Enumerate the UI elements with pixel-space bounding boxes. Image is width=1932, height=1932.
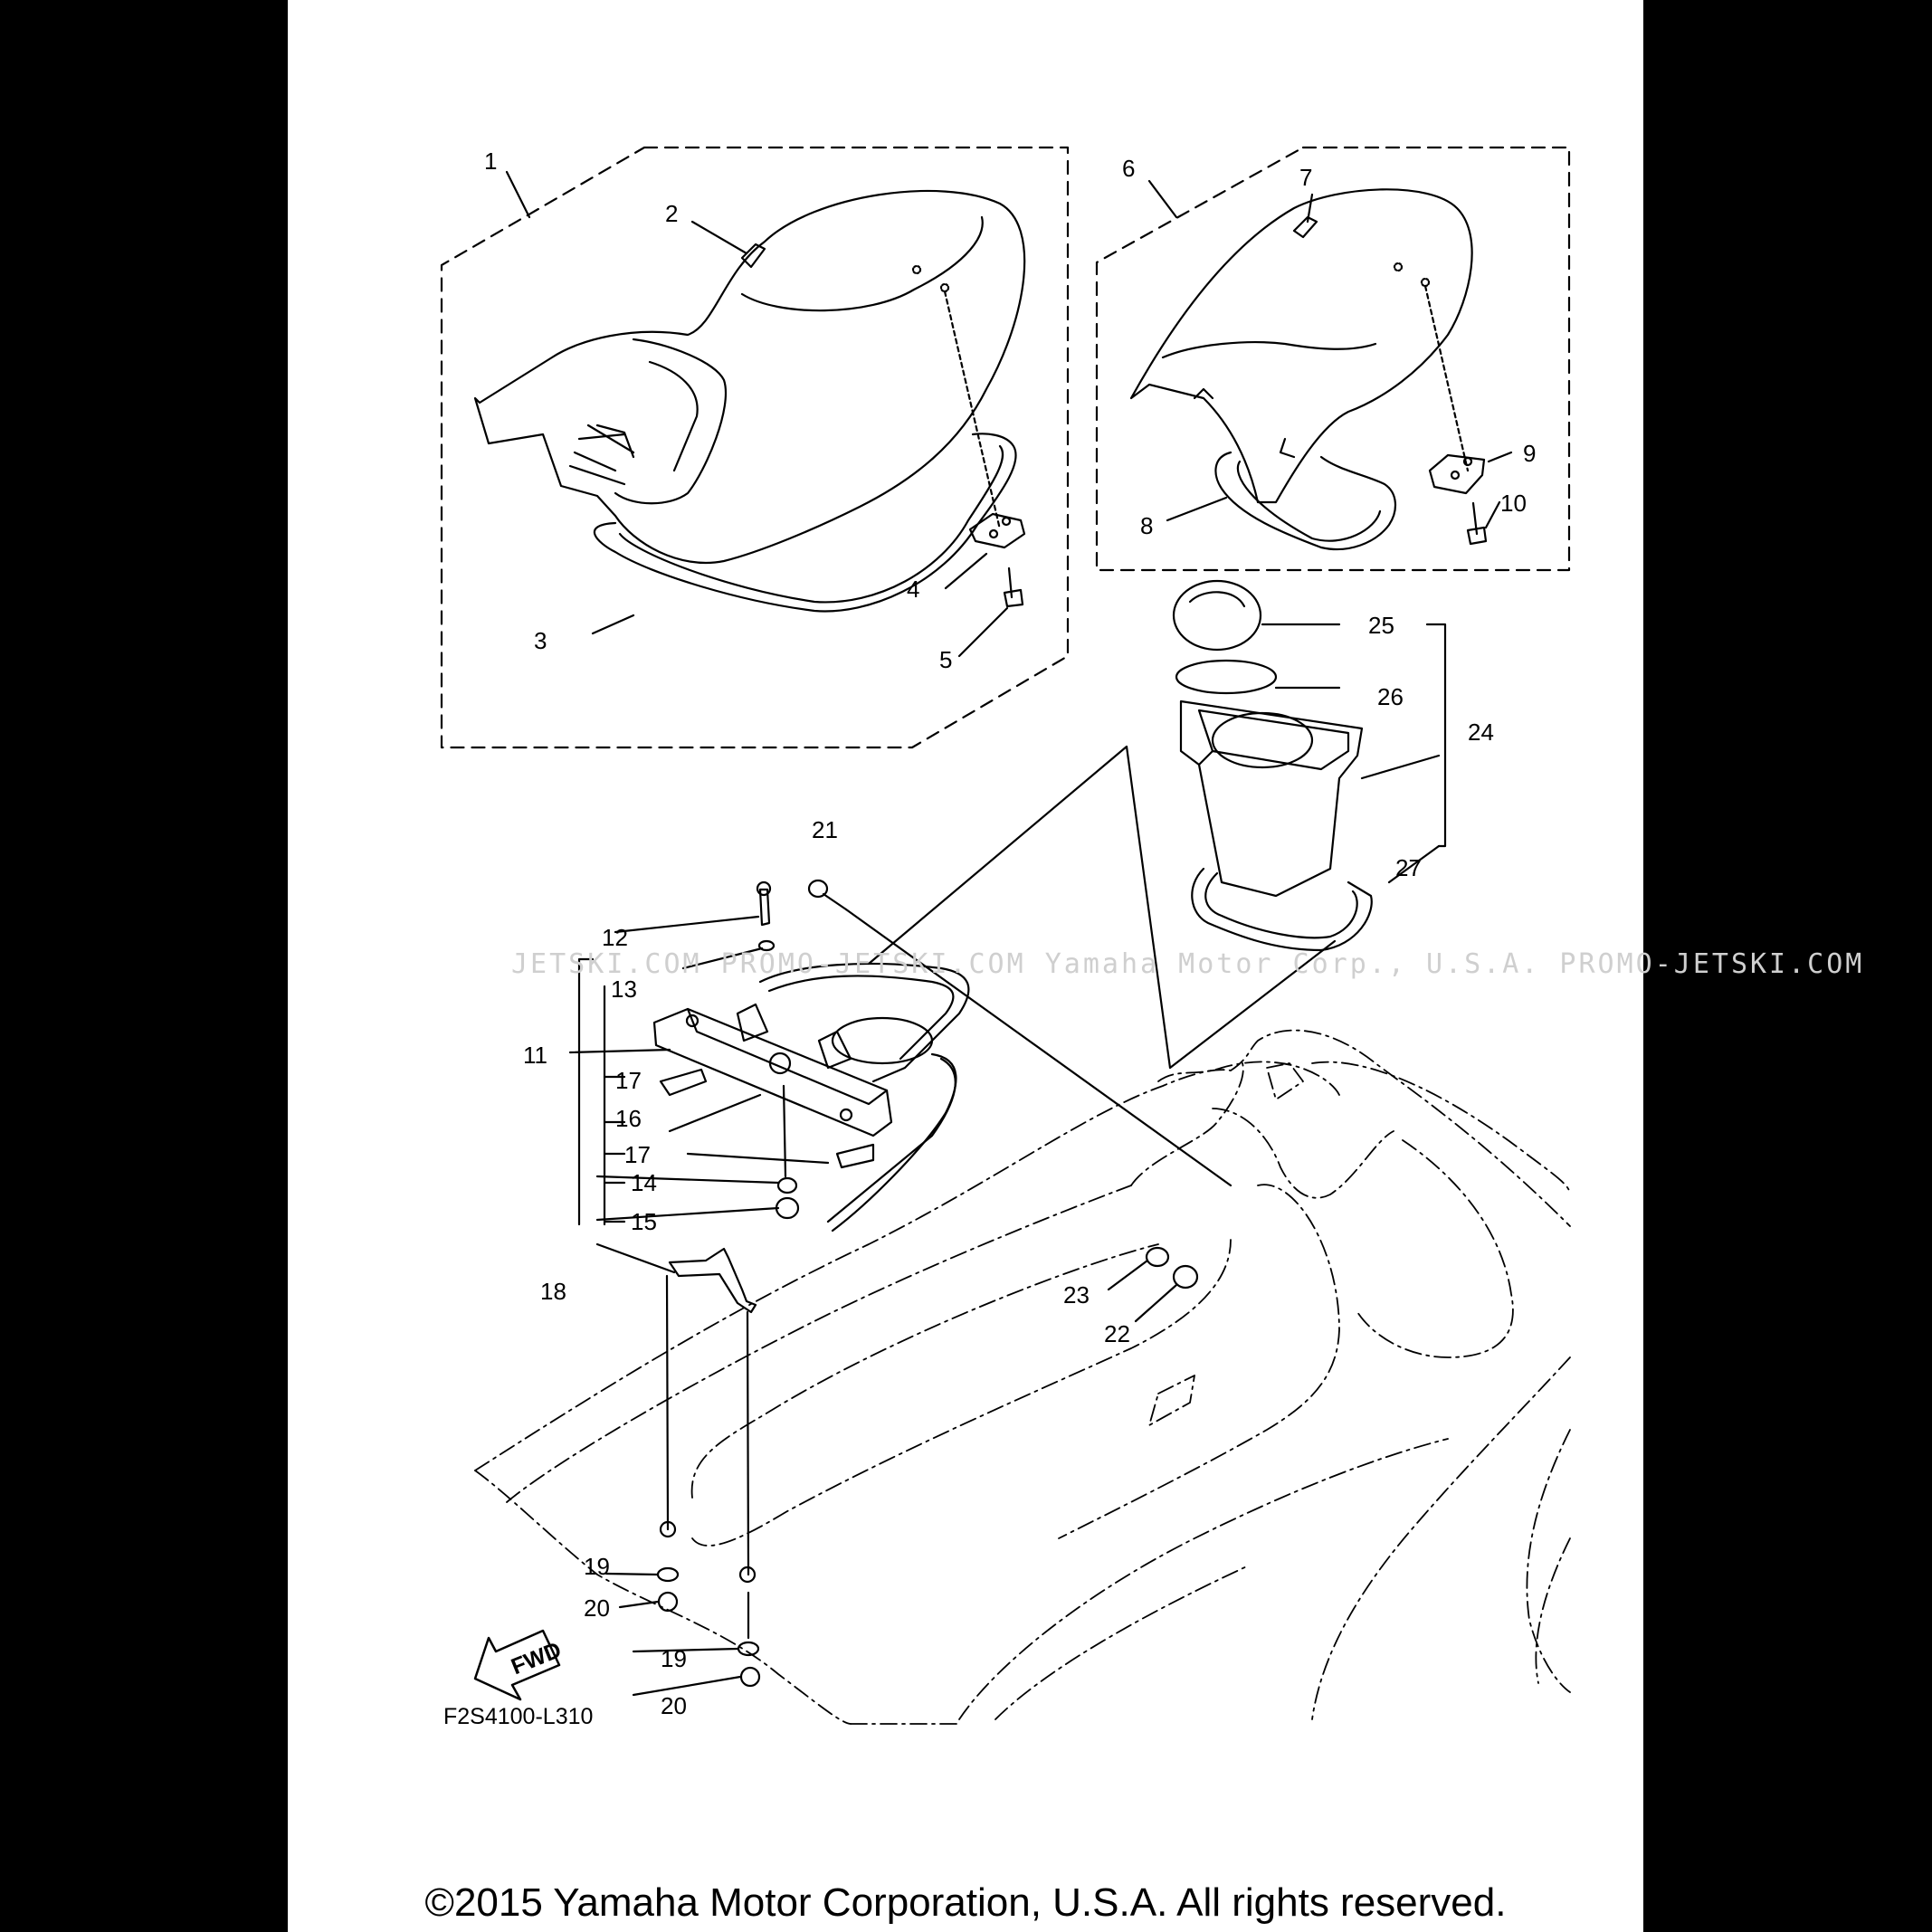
front-seat-bracket-4 bbox=[968, 512, 1026, 549]
strip-17b bbox=[835, 1143, 875, 1169]
callout-4: 4 bbox=[907, 576, 919, 603]
rear-bracket-11 bbox=[652, 1003, 893, 1137]
callout-24: 24 bbox=[1468, 719, 1494, 746]
callout-20a: 20 bbox=[584, 1594, 610, 1622]
callout-6: 6 bbox=[1122, 155, 1135, 182]
callout-19a: 19 bbox=[584, 1553, 610, 1580]
container-ring-26 bbox=[1175, 659, 1278, 695]
container-lid-25 bbox=[1172, 579, 1262, 652]
diagram-code: F2S4100-L310 bbox=[443, 1704, 593, 1729]
callout-7: 7 bbox=[1299, 164, 1312, 191]
container-gasket-27 bbox=[1191, 867, 1373, 952]
rear-seat-bracket-9 bbox=[1428, 453, 1486, 495]
watermark: JETSKI.COM PROMO-JETSKI.COM Yamaha Motor… bbox=[511, 948, 1864, 980]
callout-17a: 17 bbox=[615, 1067, 642, 1094]
rear-gasket-frame bbox=[758, 962, 970, 1232]
rear-seat-group-boundary bbox=[1095, 146, 1571, 572]
rear-seat-gasket bbox=[1214, 451, 1396, 551]
callout-1: 1 bbox=[484, 148, 497, 175]
callout-8: 8 bbox=[1140, 512, 1153, 539]
copyright-notice: ©2015 Yamaha Motor Corporation, U.S.A. A… bbox=[424, 1880, 1507, 1925]
callout-20b: 20 bbox=[661, 1692, 687, 1719]
collar-14 bbox=[776, 1176, 798, 1194]
strip-16 bbox=[668, 1093, 762, 1133]
front-seat-group-boundary bbox=[440, 146, 1070, 749]
callout-22: 22 bbox=[1104, 1320, 1130, 1347]
container-body bbox=[1179, 700, 1364, 898]
hull-outline bbox=[474, 1029, 1571, 1725]
callout-14: 14 bbox=[631, 1169, 657, 1196]
callout-10: 10 bbox=[1500, 490, 1527, 517]
callout-19b: 19 bbox=[661, 1645, 687, 1672]
front-seat bbox=[473, 189, 1026, 565]
diagram-sheet bbox=[288, 0, 1643, 1932]
bracket-18 bbox=[668, 1247, 757, 1314]
callout-27: 27 bbox=[1395, 854, 1422, 881]
rear-seat-bolt-10 bbox=[1466, 501, 1488, 546]
front-seat-bolt-5 bbox=[1003, 566, 1024, 608]
strip-17a bbox=[659, 1068, 708, 1097]
callout-21: 21 bbox=[812, 816, 838, 843]
callout-5: 5 bbox=[939, 646, 952, 673]
callout-26: 26 bbox=[1377, 683, 1404, 710]
fwd-arrow-icon bbox=[473, 1629, 561, 1701]
rear-seat bbox=[1129, 188, 1473, 504]
callout-13: 13 bbox=[611, 976, 637, 1003]
callout-25: 25 bbox=[1368, 612, 1394, 639]
callout-17b: 17 bbox=[624, 1141, 651, 1168]
front-seat-gasket bbox=[593, 433, 1017, 613]
nut-15 bbox=[775, 1196, 800, 1220]
bolt-12 bbox=[756, 880, 776, 952]
callout-9: 9 bbox=[1523, 440, 1536, 467]
callout-18: 18 bbox=[540, 1278, 566, 1305]
callout-12: 12 bbox=[602, 924, 628, 951]
callout-11: 11 bbox=[523, 1042, 547, 1069]
callout-16: 16 bbox=[615, 1105, 642, 1132]
callout-2: 2 bbox=[665, 200, 678, 227]
callout-15: 15 bbox=[631, 1208, 657, 1235]
callout-3: 3 bbox=[534, 627, 547, 654]
washer-13 bbox=[757, 939, 776, 952]
bolt-21 bbox=[807, 879, 1232, 1187]
callout-labels: 1 2 3 4 5 6 7 8 9 10 11 12 13 14 15 16 1… bbox=[484, 148, 1536, 1719]
callout-23: 23 bbox=[1063, 1281, 1090, 1309]
